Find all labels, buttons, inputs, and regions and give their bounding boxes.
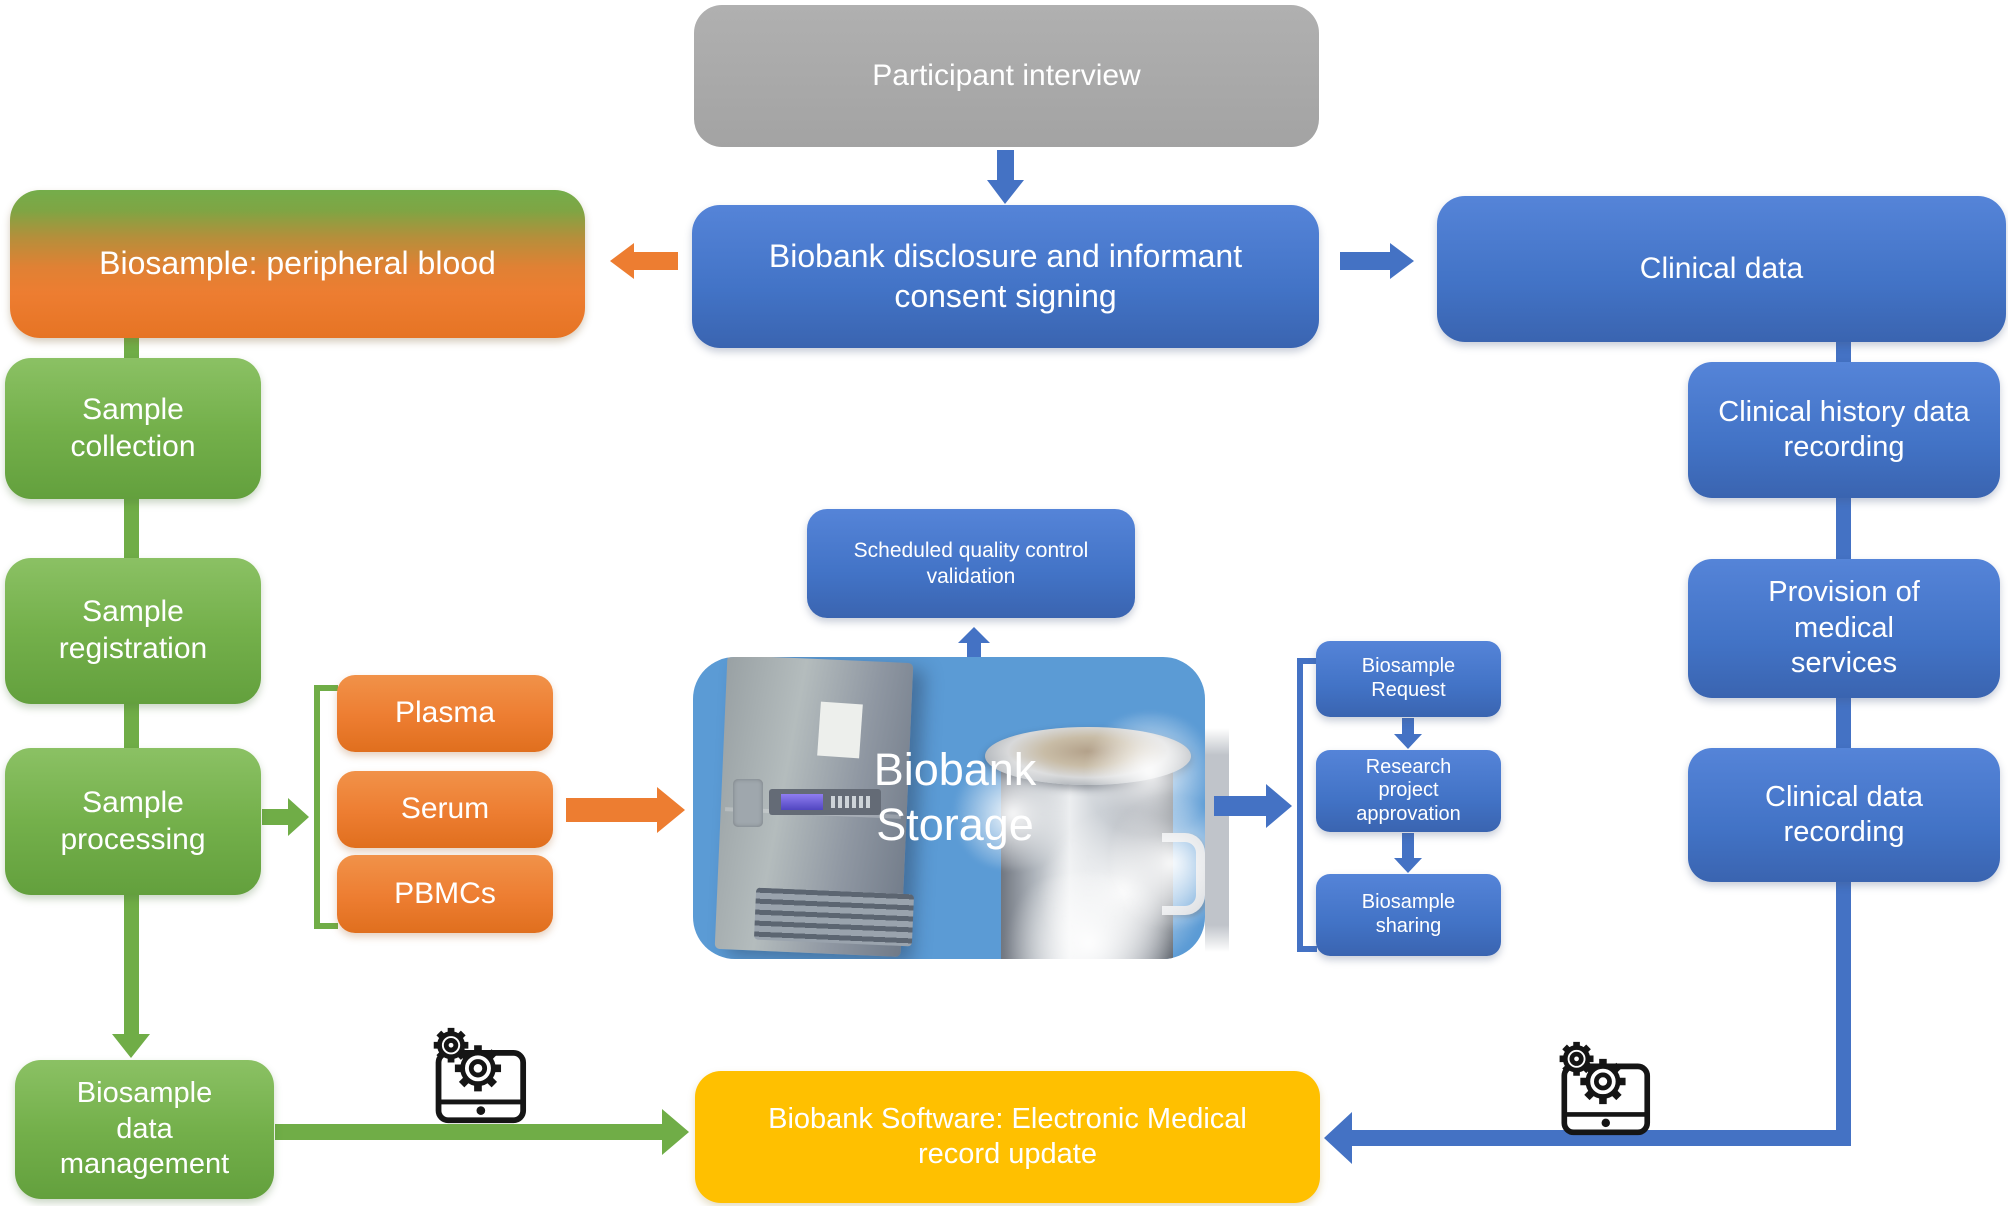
node-label: Provision of medical services xyxy=(1768,576,1920,680)
node-pbmcs: PBMCs xyxy=(337,855,553,933)
node-biobank-storage: Biobank Storage xyxy=(693,657,1205,959)
node-label: Scheduled quality control validation xyxy=(853,538,1089,588)
node-label: Serum xyxy=(400,792,490,826)
node-provision-medical-services: Provision of medical services xyxy=(1688,559,2000,698)
bracket-sharing-steps xyxy=(1297,658,1317,952)
node-biosample-sharing: Biosample sharing xyxy=(1316,874,1501,956)
arrow-down-management xyxy=(112,1008,150,1058)
dewar-photo-edge xyxy=(1205,728,1229,952)
node-clinical-data-recording: Clinical data recording xyxy=(1688,748,2000,882)
laptop-gears-icon xyxy=(424,1026,530,1126)
node-label: Biosample: peripheral blood xyxy=(99,245,496,282)
node-biobank-software: Biobank Software: Electronic Medical rec… xyxy=(695,1071,1320,1203)
node-label: Sample processing xyxy=(60,785,206,856)
node-label: Sample collection xyxy=(70,392,196,463)
arrow-consent-biosample xyxy=(610,243,678,279)
connector-recording-down xyxy=(1836,882,1851,1146)
node-biosample-data-management: Biosample data management xyxy=(15,1060,274,1199)
vapor-cloud xyxy=(1111,783,1205,943)
node-research-approvation: Research project approvation xyxy=(1316,750,1501,832)
freezer-latch xyxy=(733,779,763,827)
freezer-display xyxy=(781,794,823,810)
node-clinical-data: Clinical data xyxy=(1437,196,2006,342)
arrow-consent-clinical xyxy=(1340,243,1414,279)
freezer-vent xyxy=(753,887,915,947)
connector-clinical-history xyxy=(1836,342,1851,364)
arrow-management-software xyxy=(275,1109,689,1155)
connector-biosample-collection xyxy=(124,334,139,360)
node-label: Biosample data management xyxy=(59,1077,230,1181)
node-label: PBMCs xyxy=(394,876,496,910)
node-serum: Serum xyxy=(337,771,553,848)
node-label: Biobank Software: Electronic Medical rec… xyxy=(768,1102,1247,1170)
bracket-derivatives xyxy=(314,685,338,929)
nitrogen-dewar-photo xyxy=(943,713,1205,959)
node-biosample-peripheral-blood: Biosample: peripheral blood xyxy=(10,190,585,338)
connector-collection-registration xyxy=(124,497,139,560)
arrow-recording-software xyxy=(1324,1112,1851,1164)
freezer-keys xyxy=(831,796,873,808)
node-sample-registration: Sample registration xyxy=(5,558,261,704)
node-label: Plasma xyxy=(394,696,496,730)
arrow-storage-request xyxy=(1214,784,1292,828)
storage-illustration xyxy=(693,657,1205,959)
arrow-participant-consent xyxy=(987,150,1024,204)
arrow-processing-derivatives xyxy=(262,798,309,836)
node-participant-interview: Participant interview xyxy=(694,5,1319,147)
node-label: Clinical data xyxy=(1639,251,1804,285)
node-biosample-request: Biosample Request xyxy=(1316,641,1501,717)
node-label: Research project approvation xyxy=(1356,755,1461,825)
arrow-storage-qc xyxy=(958,627,990,657)
freezer-control-panel xyxy=(769,789,881,815)
node-label: Clinical data recording xyxy=(1765,780,1923,848)
node-label: Biobank disclosure and informant consent… xyxy=(768,238,1243,314)
connector-registration-processing xyxy=(124,702,139,750)
arrow-serum-storage xyxy=(566,787,685,833)
node-clinical-history-recording: Clinical history data recording xyxy=(1688,362,2000,498)
storage-label: Biobank Storage xyxy=(873,744,1037,850)
node-sample-processing: Sample processing xyxy=(5,748,261,895)
node-consent: Biobank disclosure and informant consent… xyxy=(692,205,1319,348)
node-label: Sample registration xyxy=(58,595,208,665)
node-plasma: Plasma xyxy=(337,675,553,752)
node-quality-control: Scheduled quality control validation xyxy=(807,509,1135,618)
node-label: Participant interview xyxy=(872,58,1141,92)
connector-history-provision xyxy=(1836,498,1851,560)
node-label: Clinical history data recording xyxy=(1718,395,1970,463)
arrow-request-approvation xyxy=(1394,718,1422,749)
connector-provision-recording xyxy=(1836,698,1851,749)
connector-processing-management xyxy=(124,893,139,1008)
node-label: Biosample Request xyxy=(1361,655,1456,701)
laptop-gears-icon xyxy=(1550,1040,1654,1138)
node-sample-collection: Sample collection xyxy=(5,358,261,499)
node-label: Biosample sharing xyxy=(1361,891,1456,937)
freezer-photo xyxy=(714,657,915,957)
arrow-approvation-sharing xyxy=(1394,833,1422,873)
